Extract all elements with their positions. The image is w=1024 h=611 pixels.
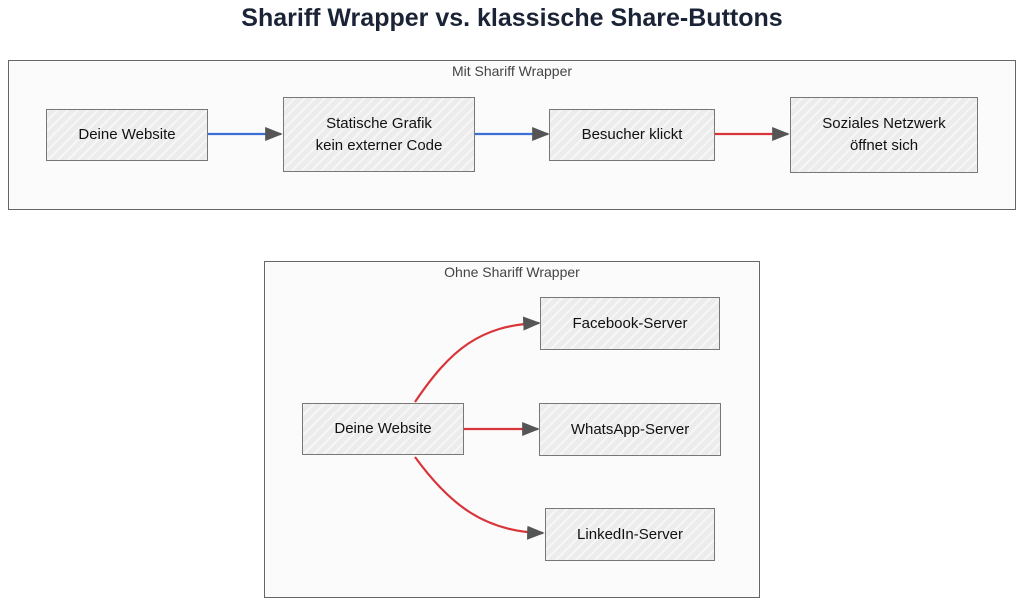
node-static-graphic-line1: Statische Grafik [326, 114, 432, 132]
node-facebook-server: Facebook-Server [540, 297, 720, 350]
diagram-title: Shariff Wrapper vs. klassische Share-But… [241, 4, 783, 32]
node-with-website: Deine Website [46, 109, 208, 161]
node-with-website-label: Deine Website [78, 126, 176, 143]
node-social-network: Soziales Netzwerk öffnet sich [790, 97, 978, 173]
node-whatsapp-server-label: WhatsApp-Server [570, 420, 690, 438]
node-static-graphic-line2: kein externer Code [315, 136, 443, 154]
node-social-network-line2: öffnet sich [849, 137, 919, 154]
edge-website-to-linkedin [414, 456, 545, 540]
cluster-without-shariff-label: Ohne Shariff Wrapper [444, 264, 580, 280]
node-visitor-clicks: Besucher klickt [549, 109, 715, 161]
node-without-website-label: Deine Website [334, 420, 432, 437]
cluster-with-shariff-label: Mit Shariff Wrapper [451, 63, 573, 79]
node-visitor-clicks-label: Besucher klickt [581, 126, 683, 143]
node-without-website: Deine Website [302, 403, 464, 455]
node-facebook-server-label: Facebook-Server [572, 314, 688, 332]
node-whatsapp-server: WhatsApp-Server [539, 403, 721, 456]
node-linkedin-server: LinkedIn-Server [545, 508, 715, 561]
node-static-graphic: Statische Grafik kein externer Code [283, 97, 475, 172]
node-linkedin-server-label: LinkedIn-Server [577, 525, 683, 543]
edge-website-to-facebook [414, 316, 541, 403]
node-social-network-line1: Soziales Netzwerk [822, 115, 946, 132]
